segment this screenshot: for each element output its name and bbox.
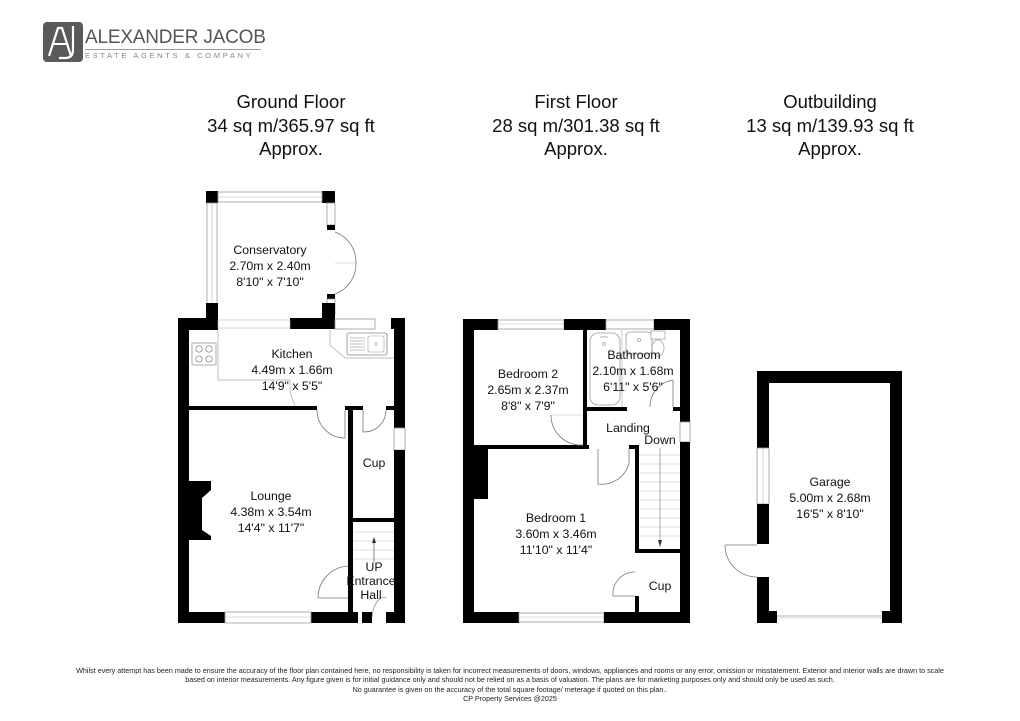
aj-monogram-icon xyxy=(47,26,75,60)
lounge-imperial: 14'4" x 11'7" xyxy=(238,521,305,535)
landing-label: Landing xyxy=(606,421,650,435)
floor-approx: Approx. xyxy=(544,138,608,159)
stairs-down-label: Down xyxy=(644,433,676,447)
bedroom-2-metric: 2.65m x 2.37m xyxy=(487,383,568,397)
outbuilding-plan: Garage 5.00m x 2.68m 16'5" x 8'10" xyxy=(724,371,902,623)
kitchen-label: Kitchen xyxy=(271,347,312,361)
down-arrow-icon xyxy=(658,540,662,547)
garage-imperial: 16'5" x 8'10" xyxy=(796,507,863,521)
floor-approx: Approx. xyxy=(798,138,862,159)
kitchen-imperial: 14'9" x 5'5" xyxy=(262,379,323,393)
logo-divider xyxy=(85,49,261,50)
bedroom-2-imperial: 8'8" x 7'9" xyxy=(501,399,555,413)
disclaimer-line-3: No guarantee is given on the accuracy of… xyxy=(352,684,668,694)
floor-area: 13 sq m/139.93 sq ft xyxy=(746,114,914,136)
garage-label: Garage xyxy=(809,475,850,489)
bedroom-1-imperial: 11'10" x 11'4" xyxy=(520,543,592,557)
ground-floor-stairs xyxy=(353,531,394,562)
logo-monogram xyxy=(43,22,83,62)
kitchen-metric: 4.49m x 1.66m xyxy=(251,363,332,377)
entrance-hall-label: Entrance xyxy=(346,574,395,588)
basin-icon xyxy=(625,331,653,355)
company-logo: ALEXANDER JACOB ESTATE AGENTS & COMPANY xyxy=(43,22,266,64)
conservatory-imperial: 8'10" x 7'10" xyxy=(236,275,303,289)
stairs-up-label: UP xyxy=(365,560,382,574)
outbuilding-heading: Outbuilding 13 sq m/139.93 sq ft Approx. xyxy=(700,90,960,161)
conservatory-metric: 2.70m x 2.40m xyxy=(229,259,310,273)
floor-name: Outbuilding xyxy=(783,91,877,112)
entrance-hall-label-line2: Hall xyxy=(360,588,381,602)
toilet-icon xyxy=(650,330,666,340)
ground-floor-plan: Conservatory 2.70m x 2.40m 8'10" x 7'10"… xyxy=(178,191,406,624)
lounge-metric: 4.38m x 3.54m xyxy=(230,505,311,519)
first-floor-stairs xyxy=(639,448,680,547)
up-arrow-icon xyxy=(372,537,376,543)
sink-icon xyxy=(346,332,388,356)
bathroom-metric: 2.10m x 1.68m xyxy=(592,364,673,378)
hob-icon xyxy=(191,342,217,366)
disclaimer-line-4: CP Property Services @2025 xyxy=(463,693,557,703)
first-cupboard-label: Cup xyxy=(649,579,672,593)
floor-approx: Approx. xyxy=(259,138,323,159)
bathroom-imperial: 6'11" x 5'6" xyxy=(603,380,663,394)
floor-area: 28 sq m/301.38 sq ft xyxy=(492,114,660,136)
disclaimer: Whilst every attempt has been made to en… xyxy=(0,666,1020,703)
logo-tagline: ESTATE AGENTS & COMPANY xyxy=(85,51,254,60)
disclaimer-line-2: based on interior measurements. Any figu… xyxy=(185,675,835,685)
conservatory-label: Conservatory xyxy=(233,243,307,257)
floor-area: 34 sq m/365.97 sq ft xyxy=(207,114,375,136)
bedroom-1-label: Bedroom 1 xyxy=(526,511,586,525)
bedroom-1-metric: 3.60m x 3.46m xyxy=(515,527,596,541)
conservatory xyxy=(206,191,357,317)
first-floor-heading: First Floor 28 sq m/301.38 sq ft Approx. xyxy=(446,90,706,161)
floor-name: First Floor xyxy=(534,91,618,112)
lounge-label: Lounge xyxy=(250,489,291,503)
bathroom-label: Bathroom xyxy=(607,348,660,362)
bedroom-2-label: Bedroom 2 xyxy=(498,367,558,381)
disclaimer-line-1: Whilst every attempt has been made to en… xyxy=(76,666,944,675)
floor-name: Ground Floor xyxy=(236,91,346,112)
garage-metric: 5.00m x 2.68m xyxy=(789,491,870,505)
ground-floor-heading: Ground Floor 34 sq m/365.97 sq ft Approx… xyxy=(161,90,421,161)
ground-cupboard-label: Cup xyxy=(363,456,386,470)
bath-icon xyxy=(589,332,621,406)
logo-company-name: ALEXANDER JACOB xyxy=(85,27,266,48)
first-floor-plan: Bedroom 2 2.65m x 2.37m 8'8" x 7'9" Bath… xyxy=(463,319,691,623)
